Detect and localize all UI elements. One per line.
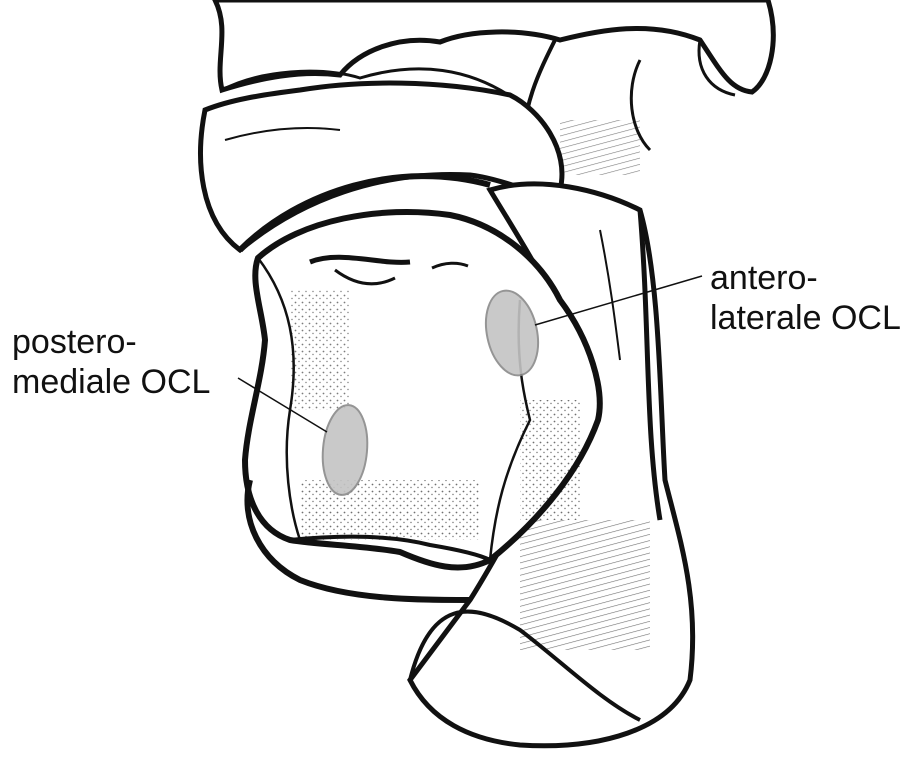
anterolateral-ocl-label: antero- laterale OCL — [710, 258, 901, 338]
posteromedial-label-line1: postero- — [12, 322, 210, 362]
posteromedial-ocl-label: postero- mediale OCL — [12, 322, 210, 402]
anterolateral-label-line2: laterale OCL — [710, 298, 901, 338]
anterolateral-label-line1: antero- — [710, 258, 901, 298]
posteromedial-label-line2: mediale OCL — [12, 362, 210, 402]
